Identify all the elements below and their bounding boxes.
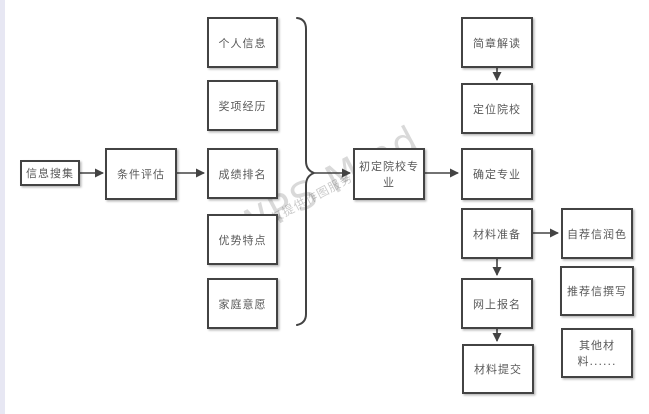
node-recommendation-writing[interactable]: 推荐信撰写 — [560, 266, 634, 316]
node-label: 成绩排名 — [218, 167, 267, 181]
node-label: 优势特点 — [218, 233, 267, 247]
node-self-recommendation-polish[interactable]: 自荐信润色 — [561, 208, 633, 259]
node-info-collection[interactable]: 信息搜集 — [20, 160, 80, 186]
node-material-submission[interactable]: 材料提交 — [462, 344, 534, 394]
node-condition-evaluation[interactable]: 条件评估 — [105, 148, 177, 200]
node-other-materials[interactable]: 其他材料...... — [561, 328, 633, 378]
node-confirm-major[interactable]: 确定专业 — [461, 148, 533, 200]
node-family-wishes[interactable]: 家庭意愿 — [207, 278, 278, 329]
node-label: 定位院校 — [473, 102, 521, 116]
node-grade-ranking[interactable]: 成绩排名 — [207, 148, 278, 199]
node-label: 家庭意愿 — [218, 297, 267, 311]
node-online-registration[interactable]: 网上报名 — [461, 278, 533, 329]
group-brace — [296, 17, 317, 326]
node-label: 初定院校专业 — [359, 160, 419, 189]
node-initial-college-major[interactable]: 初定院校专业 — [353, 148, 425, 200]
node-personal-info[interactable]: 个人信息 — [207, 17, 278, 68]
node-brochure-reading[interactable]: 简章解读 — [461, 17, 533, 68]
node-label: 信息搜集 — [26, 167, 74, 180]
node-material-preparation[interactable]: 材料准备 — [461, 208, 533, 259]
node-label: 奖项经历 — [218, 99, 267, 113]
node-label: 确定专业 — [473, 168, 521, 181]
node-label: 自荐信润色 — [567, 227, 627, 241]
node-label: 个人信息 — [218, 36, 267, 50]
node-awards-experience[interactable]: 奖项经历 — [207, 80, 278, 131]
node-label: 推荐信撰写 — [567, 285, 627, 298]
node-strength-traits[interactable]: 优势特点 — [207, 214, 278, 265]
node-label: 条件评估 — [117, 168, 165, 181]
node-label: 简章解读 — [473, 36, 521, 50]
left-edge-strip — [0, 0, 5, 414]
node-locate-colleges[interactable]: 定位院校 — [461, 83, 533, 134]
node-label: 材料提交 — [474, 363, 522, 376]
node-label: 网上报名 — [473, 297, 521, 311]
node-label: 材料准备 — [473, 227, 521, 241]
node-label: 其他材料...... — [577, 339, 617, 368]
